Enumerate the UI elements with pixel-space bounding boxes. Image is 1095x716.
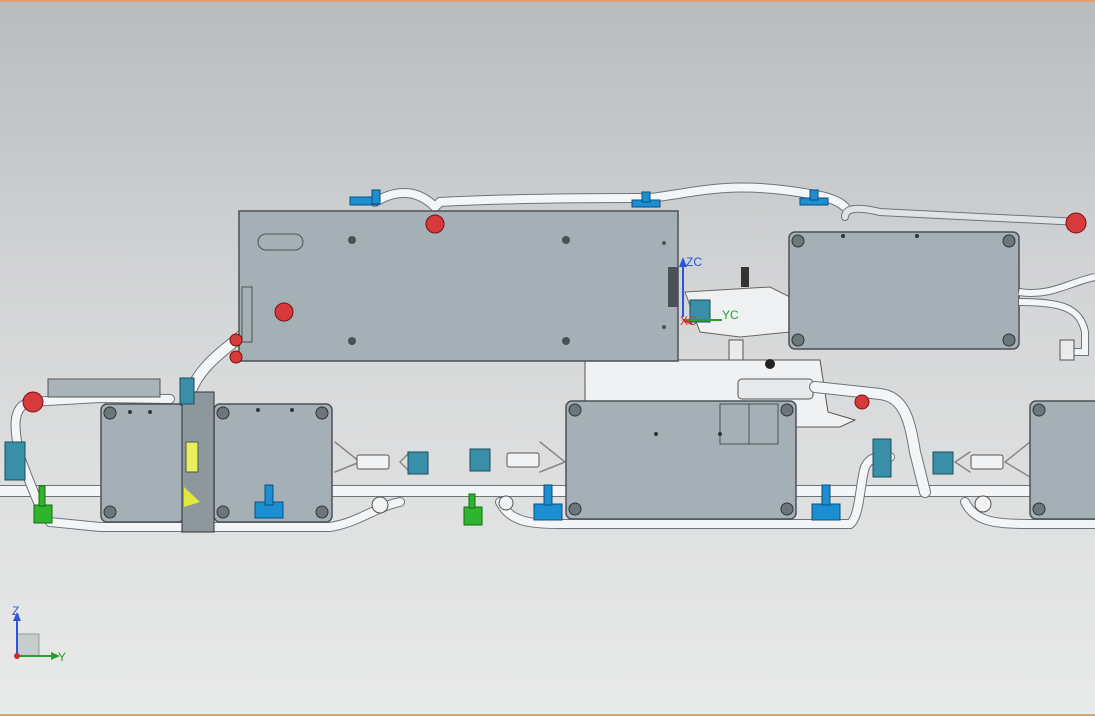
red-harness-clips[interactable] <box>22 212 1087 413</box>
work-coordinate-system: ZC YC XC <box>679 255 739 328</box>
blue-harness-clips[interactable] <box>254 189 841 521</box>
upper-right-enclosure[interactable] <box>728 231 1095 361</box>
xc-axis-label: XC <box>680 314 697 328</box>
triad-y-label: Y <box>58 650 66 664</box>
lower-left-enclosure-a[interactable] <box>100 403 185 523</box>
lower-center-enclosure[interactable] <box>565 400 797 520</box>
triad-z-label: Z <box>12 604 19 618</box>
upper-left-enclosure[interactable] <box>238 210 679 362</box>
triad-x-axis <box>14 653 20 659</box>
lower-left-enclosure-b[interactable] <box>213 403 333 523</box>
left-mount-plate[interactable] <box>47 378 215 533</box>
green-harness-clips[interactable] <box>33 485 483 526</box>
lower-right-enclosure[interactable] <box>1029 400 1095 520</box>
yc-axis-label: YC <box>722 308 739 322</box>
zc-axis-label: ZC <box>686 255 702 269</box>
view-triad[interactable]: Z Y <box>12 604 66 664</box>
teal-connectors[interactable] <box>4 299 954 481</box>
white-connector-plugs[interactable] <box>356 452 1004 514</box>
xc-axis-line <box>682 319 693 325</box>
